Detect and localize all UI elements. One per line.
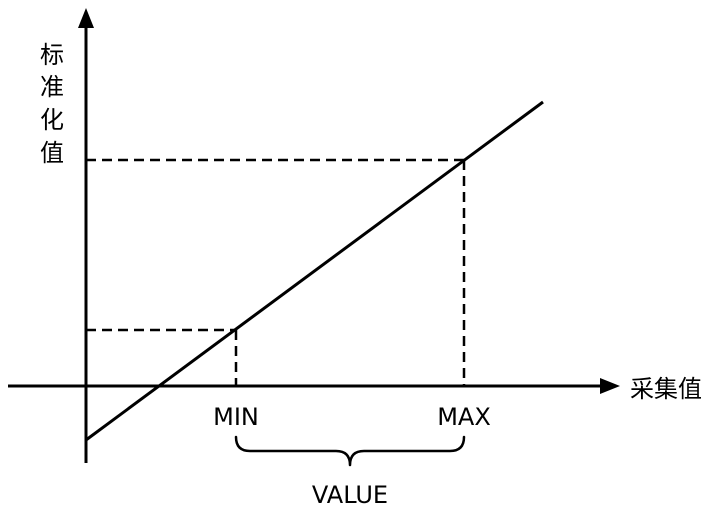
y-axis-label-char: 标 [40,41,64,69]
y-axis-label-char: 准 [40,73,64,101]
min-label: MIN [213,403,259,431]
y-axis-label-char: 值 [40,139,64,167]
y-axis-label-char: 化 [40,106,64,134]
y-axis-arrowhead [78,8,94,28]
range-label: VALUE [312,481,388,509]
x-axis-label: 采集值 [630,375,702,403]
mapping-line [85,100,544,442]
range-brace [234,435,466,467]
max-label: MAX [437,403,491,431]
x-axis-arrowhead [600,378,620,394]
